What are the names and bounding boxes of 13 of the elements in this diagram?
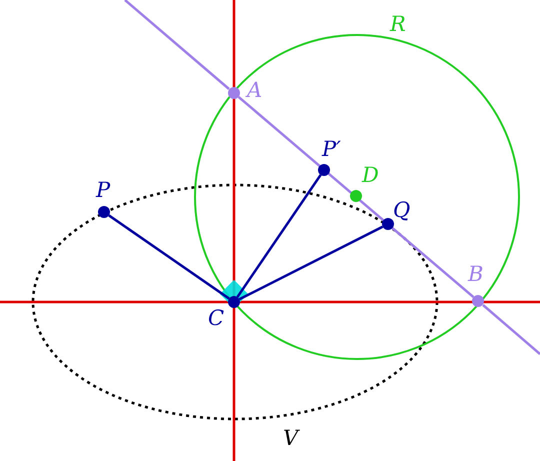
connector-line: [108, 214, 230, 300]
connector-line: [238, 96, 474, 298]
point-label: B: [468, 262, 484, 286]
connector-line: [238, 226, 384, 300]
curve-label: R: [390, 12, 406, 36]
point-label: A: [247, 78, 262, 102]
point-label: Q: [393, 198, 410, 222]
connector-line: [236, 174, 322, 298]
point-label: P′: [322, 137, 341, 161]
point-label: D: [362, 163, 379, 187]
point-label: C: [208, 306, 224, 330]
point-label: P: [96, 178, 110, 202]
curve-label: V: [283, 426, 298, 450]
